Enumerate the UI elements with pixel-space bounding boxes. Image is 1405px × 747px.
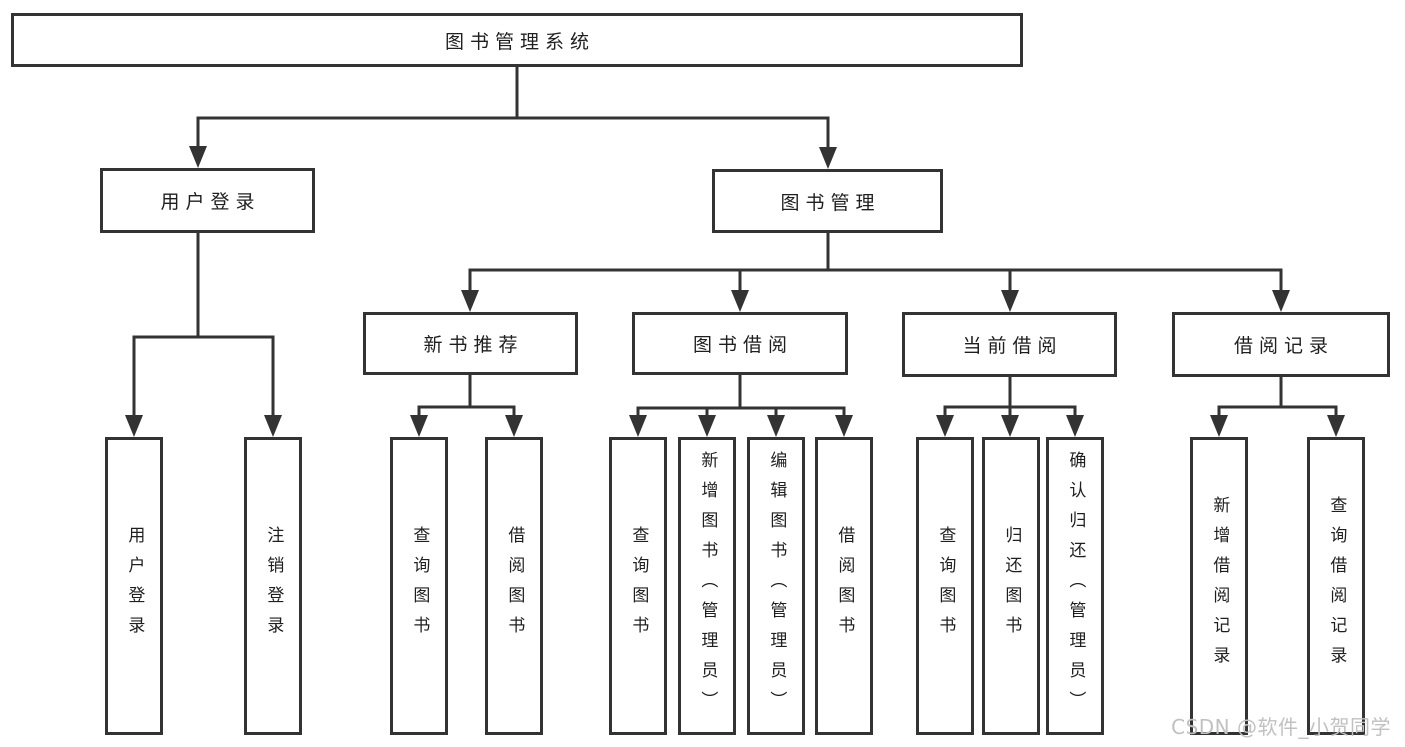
node-label: 当前借阅 bbox=[962, 335, 1063, 357]
leaf-query-borrow-record: 查询借阅记录 bbox=[1307, 437, 1365, 735]
leaf-user-login: 用户登录 bbox=[105, 437, 163, 735]
leaf-borrow-books-recommend: 借阅图书 bbox=[485, 437, 543, 735]
leaf-label: 查询图书 bbox=[409, 526, 430, 646]
leaf-add-book-admin: 新增图书（管理员） bbox=[678, 437, 736, 735]
leaf-label: 查询图书 bbox=[935, 526, 956, 646]
node-label: 图书管理 bbox=[780, 191, 881, 214]
node-book-borrow: 图书借阅 bbox=[632, 312, 848, 375]
arrow-down-icon bbox=[936, 415, 954, 437]
arrow-down-icon bbox=[1001, 290, 1019, 312]
node-label: 用户登录 bbox=[160, 191, 261, 213]
leaf-label: 借阅图书 bbox=[504, 526, 525, 646]
leaf-confirm-return-admin: 确认归还（管理员） bbox=[1046, 437, 1104, 735]
node-current-borrow: 当前借阅 bbox=[902, 312, 1117, 377]
arrow-down-icon bbox=[264, 415, 282, 437]
arrow-down-icon bbox=[410, 415, 428, 437]
arrow-down-icon bbox=[731, 290, 749, 312]
node-borrow-records: 借阅记录 bbox=[1172, 312, 1390, 377]
leaf-edit-book-admin: 编辑图书（管理员） bbox=[747, 437, 805, 735]
leaf-label: 新增图书（管理员） bbox=[697, 451, 718, 721]
leaf-label: 归还图书 bbox=[1001, 526, 1022, 646]
leaf-label: 查询借阅记录 bbox=[1326, 496, 1347, 676]
connector-book-borrow-to-leaves bbox=[629, 375, 853, 437]
arrow-down-icon bbox=[1272, 290, 1290, 312]
leaf-query-books-current: 查询图书 bbox=[916, 437, 974, 735]
arrow-down-icon bbox=[629, 415, 647, 437]
leaf-return-book: 归还图书 bbox=[982, 437, 1040, 735]
arrow-down-icon bbox=[767, 415, 785, 437]
arrow-down-icon bbox=[698, 415, 716, 437]
leaf-label: 查询图书 bbox=[628, 526, 649, 646]
leaf-label: 用户登录 bbox=[124, 526, 145, 646]
leaf-label: 编辑图书（管理员） bbox=[766, 451, 787, 721]
arrow-down-icon bbox=[1210, 415, 1228, 437]
node-library-system: 图书管理系统 bbox=[11, 13, 1023, 67]
connector-book-management-to-level3 bbox=[461, 233, 1290, 312]
node-user-login: 用户登录 bbox=[100, 168, 315, 233]
node-label: 图书借阅 bbox=[692, 334, 793, 356]
arrow-down-icon bbox=[1066, 415, 1084, 437]
leaf-label: 注销登录 bbox=[263, 526, 284, 646]
node-label: 图书管理系统 bbox=[444, 30, 595, 53]
arrow-down-icon bbox=[835, 415, 853, 437]
node-label: 新书推荐 bbox=[423, 334, 524, 356]
connector-user-login-to-leaves bbox=[125, 233, 282, 437]
leaf-add-borrow-record: 新增借阅记录 bbox=[1190, 437, 1248, 735]
arrow-down-icon bbox=[1327, 415, 1345, 437]
leaf-query-books-recommend: 查询图书 bbox=[390, 437, 448, 735]
arrow-down-icon bbox=[505, 415, 523, 437]
connector-root-to-level2 bbox=[189, 67, 837, 169]
leaf-label: 确认归还（管理员） bbox=[1065, 451, 1086, 721]
node-book-management: 图书管理 bbox=[712, 169, 943, 233]
connector-borrow-records-to-leaves bbox=[1210, 375, 1345, 437]
node-label: 借阅记录 bbox=[1233, 335, 1334, 357]
arrow-down-icon bbox=[461, 290, 479, 312]
leaf-label: 借阅图书 bbox=[834, 526, 855, 646]
node-new-book-recommend: 新书推荐 bbox=[363, 312, 578, 375]
arrow-down-icon bbox=[819, 147, 837, 169]
arrow-down-icon bbox=[189, 146, 207, 168]
arrow-down-icon bbox=[1001, 415, 1019, 437]
leaf-logout: 注销登录 bbox=[244, 437, 302, 735]
leaf-label: 新增借阅记录 bbox=[1209, 496, 1230, 676]
connector-current-borrow-to-leaves bbox=[936, 375, 1084, 437]
arrow-down-icon bbox=[125, 415, 143, 437]
leaf-borrow-books: 借阅图书 bbox=[815, 437, 873, 735]
csdn-watermark: CSDN @软件_小贺同学 bbox=[1171, 715, 1391, 739]
connector-new-book-to-leaves bbox=[410, 375, 523, 437]
leaf-query-books-borrow: 查询图书 bbox=[609, 437, 667, 735]
